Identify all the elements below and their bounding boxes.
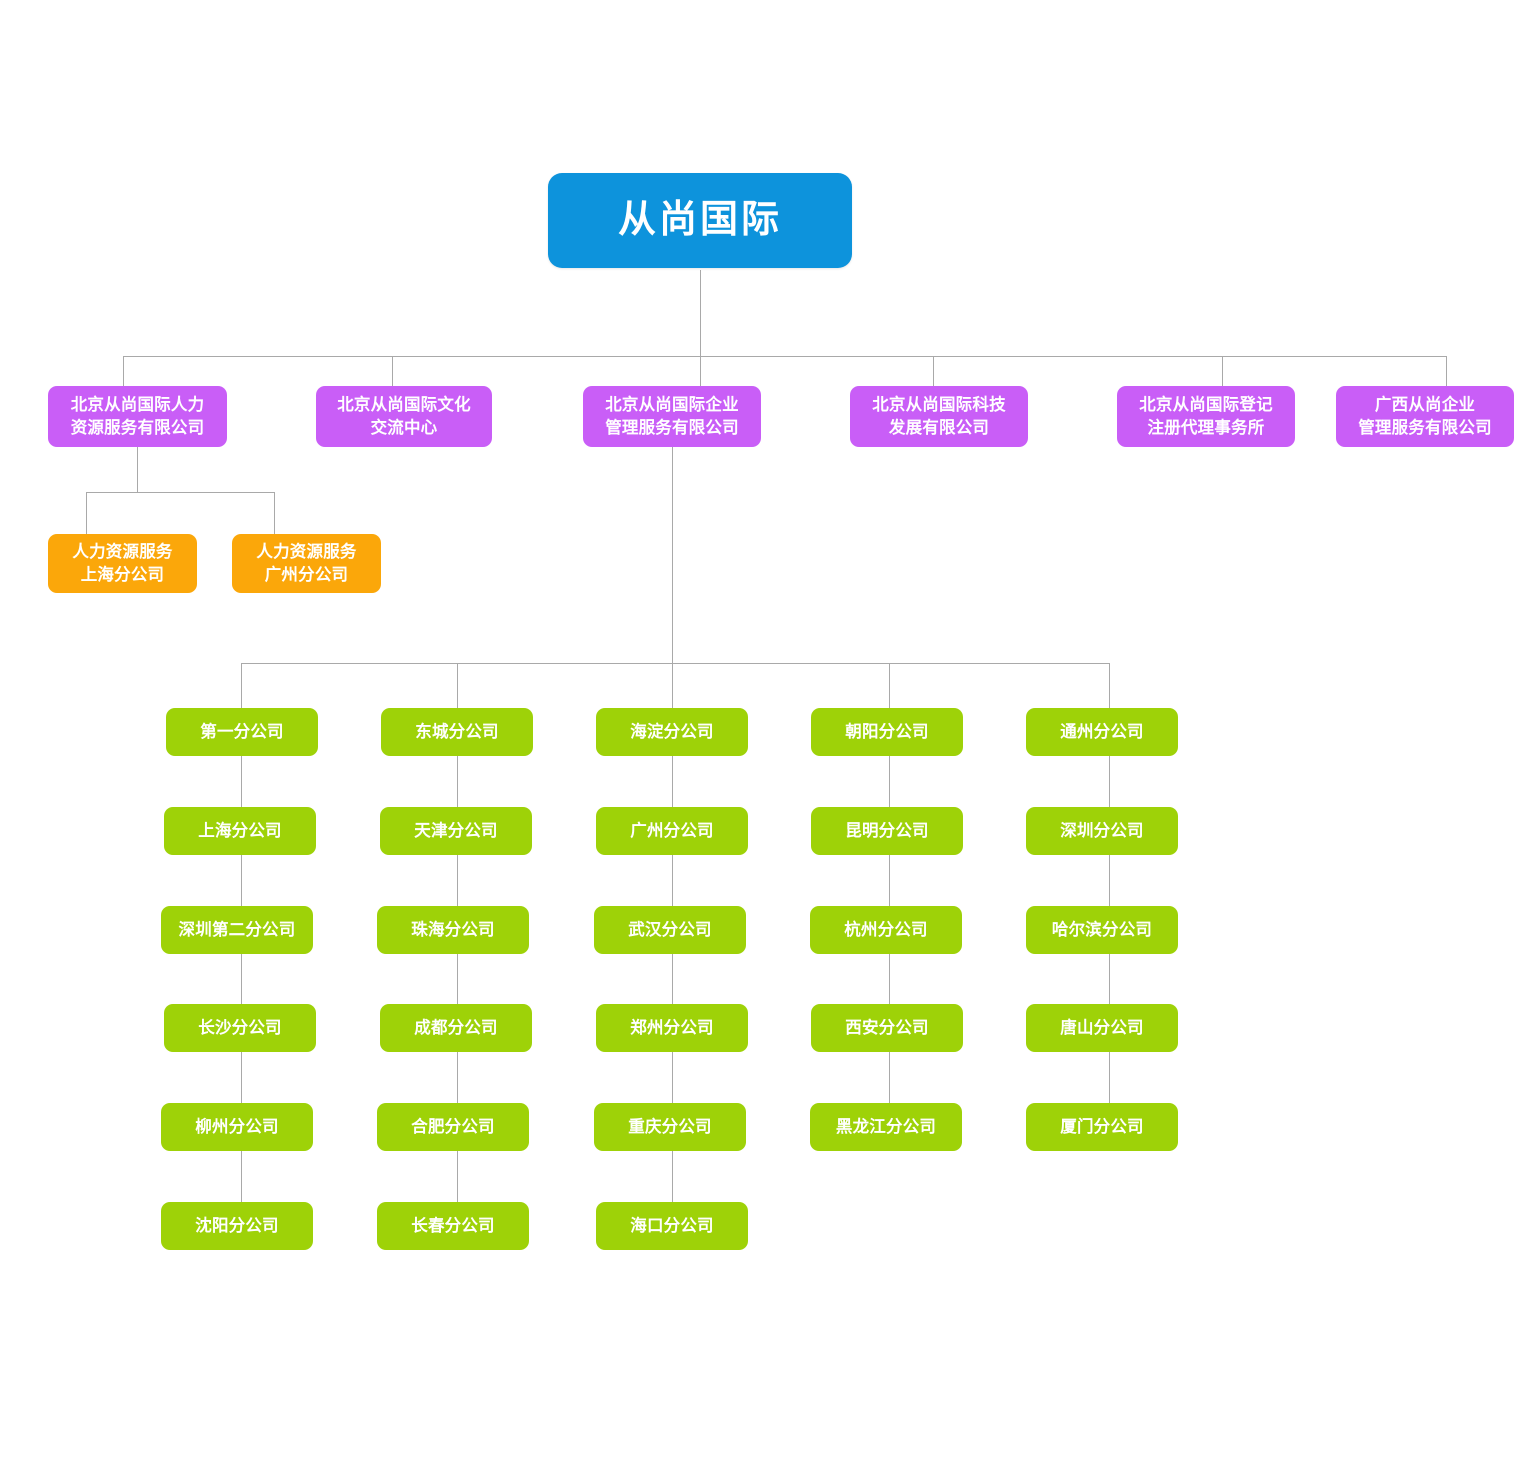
connector-division-bus <box>123 356 1446 357</box>
org-node-sub-xiamen[interactable]: 厦门分公司 <box>1026 1103 1178 1151</box>
org-node-sub-changchun[interactable]: 长春分公司 <box>377 1202 529 1250</box>
org-node-sub-heilongjiang[interactable]: 黑龙江分公司 <box>810 1103 962 1151</box>
connector-enterprise-stem <box>672 447 673 663</box>
connector-drop-division-3 <box>700 356 701 386</box>
connector-drop-division-5 <box>1222 356 1223 386</box>
org-node-sub-shenzhen-second[interactable]: 深圳第二分公司 <box>161 906 313 954</box>
org-node-sub-shenzhen[interactable]: 深圳分公司 <box>1026 807 1178 855</box>
org-node-sub-kunming[interactable]: 昆明分公司 <box>811 807 963 855</box>
connector-enterprise-bus <box>241 663 1109 664</box>
org-node-division-technology[interactable]: 北京从尚国际科技 发展有限公司 <box>850 386 1028 447</box>
org-node-division-enterprise[interactable]: 北京从尚国际企业 管理服务有限公司 <box>583 386 761 447</box>
org-node-sub-tangshan[interactable]: 唐山分公司 <box>1026 1004 1178 1052</box>
org-node-sub-hangzhou[interactable]: 杭州分公司 <box>810 906 962 954</box>
org-node-sub-zhuhai[interactable]: 珠海分公司 <box>377 906 529 954</box>
connector-drop-division-6 <box>1446 356 1447 386</box>
org-node-sub-shenyang[interactable]: 沈阳分公司 <box>161 1202 313 1250</box>
org-node-sub-dongcheng[interactable]: 东城分公司 <box>381 708 533 756</box>
connector-drop-division-4 <box>933 356 934 386</box>
org-node-sub-zhengzhou[interactable]: 郑州分公司 <box>596 1004 748 1052</box>
org-node-division-hr[interactable]: 北京从尚国际人力 资源服务有限公司 <box>48 386 227 447</box>
org-node-division-culture[interactable]: 北京从尚国际文化 交流中心 <box>316 386 492 447</box>
connector-drop-division-1 <box>123 356 124 386</box>
connector-drop-hr-2 <box>274 492 275 534</box>
connector-column-spine-4 <box>889 663 890 1123</box>
org-node-sub-liuzhou[interactable]: 柳州分公司 <box>161 1103 313 1151</box>
org-node-sub-chongqing[interactable]: 重庆分公司 <box>594 1103 746 1151</box>
org-node-sub-chaoyang[interactable]: 朝阳分公司 <box>811 708 963 756</box>
org-node-division-registration[interactable]: 北京从尚国际登记 注册代理事务所 <box>1117 386 1295 447</box>
org-node-sub-harbin[interactable]: 哈尔滨分公司 <box>1026 906 1178 954</box>
org-node-sub-wuhan[interactable]: 武汉分公司 <box>594 906 746 954</box>
org-node-division-guangxi[interactable]: 广西从尚企业 管理服务有限公司 <box>1336 386 1514 447</box>
org-node-hr-branch-shanghai[interactable]: 人力资源服务 上海分公司 <box>48 534 197 593</box>
connector-drop-hr-1 <box>86 492 87 534</box>
org-node-hr-branch-guangzhou[interactable]: 人力资源服务 广州分公司 <box>232 534 381 593</box>
connector-column-spine-5 <box>1109 663 1110 1123</box>
org-node-sub-xian[interactable]: 西安分公司 <box>811 1004 963 1052</box>
org-node-sub-shanghai[interactable]: 上海分公司 <box>164 807 316 855</box>
org-node-sub-hefei[interactable]: 合肥分公司 <box>377 1103 529 1151</box>
org-node-sub-tongzhou[interactable]: 通州分公司 <box>1026 708 1178 756</box>
org-node-sub-haidian[interactable]: 海淀分公司 <box>596 708 748 756</box>
connector-drop-division-2 <box>392 356 393 386</box>
org-node-root[interactable]: 从尚国际 <box>548 173 852 268</box>
connector-hr-bus <box>86 492 274 493</box>
org-node-sub-tianjin[interactable]: 天津分公司 <box>380 807 532 855</box>
org-node-sub-first[interactable]: 第一分公司 <box>166 708 318 756</box>
org-node-sub-guangzhou[interactable]: 广州分公司 <box>596 807 748 855</box>
org-node-sub-changsha[interactable]: 长沙分公司 <box>164 1004 316 1052</box>
org-node-sub-chengdu[interactable]: 成都分公司 <box>380 1004 532 1052</box>
connector-hr-stem <box>137 447 138 492</box>
org-node-sub-haikou[interactable]: 海口分公司 <box>596 1202 748 1250</box>
connector-root-stem <box>700 270 701 356</box>
